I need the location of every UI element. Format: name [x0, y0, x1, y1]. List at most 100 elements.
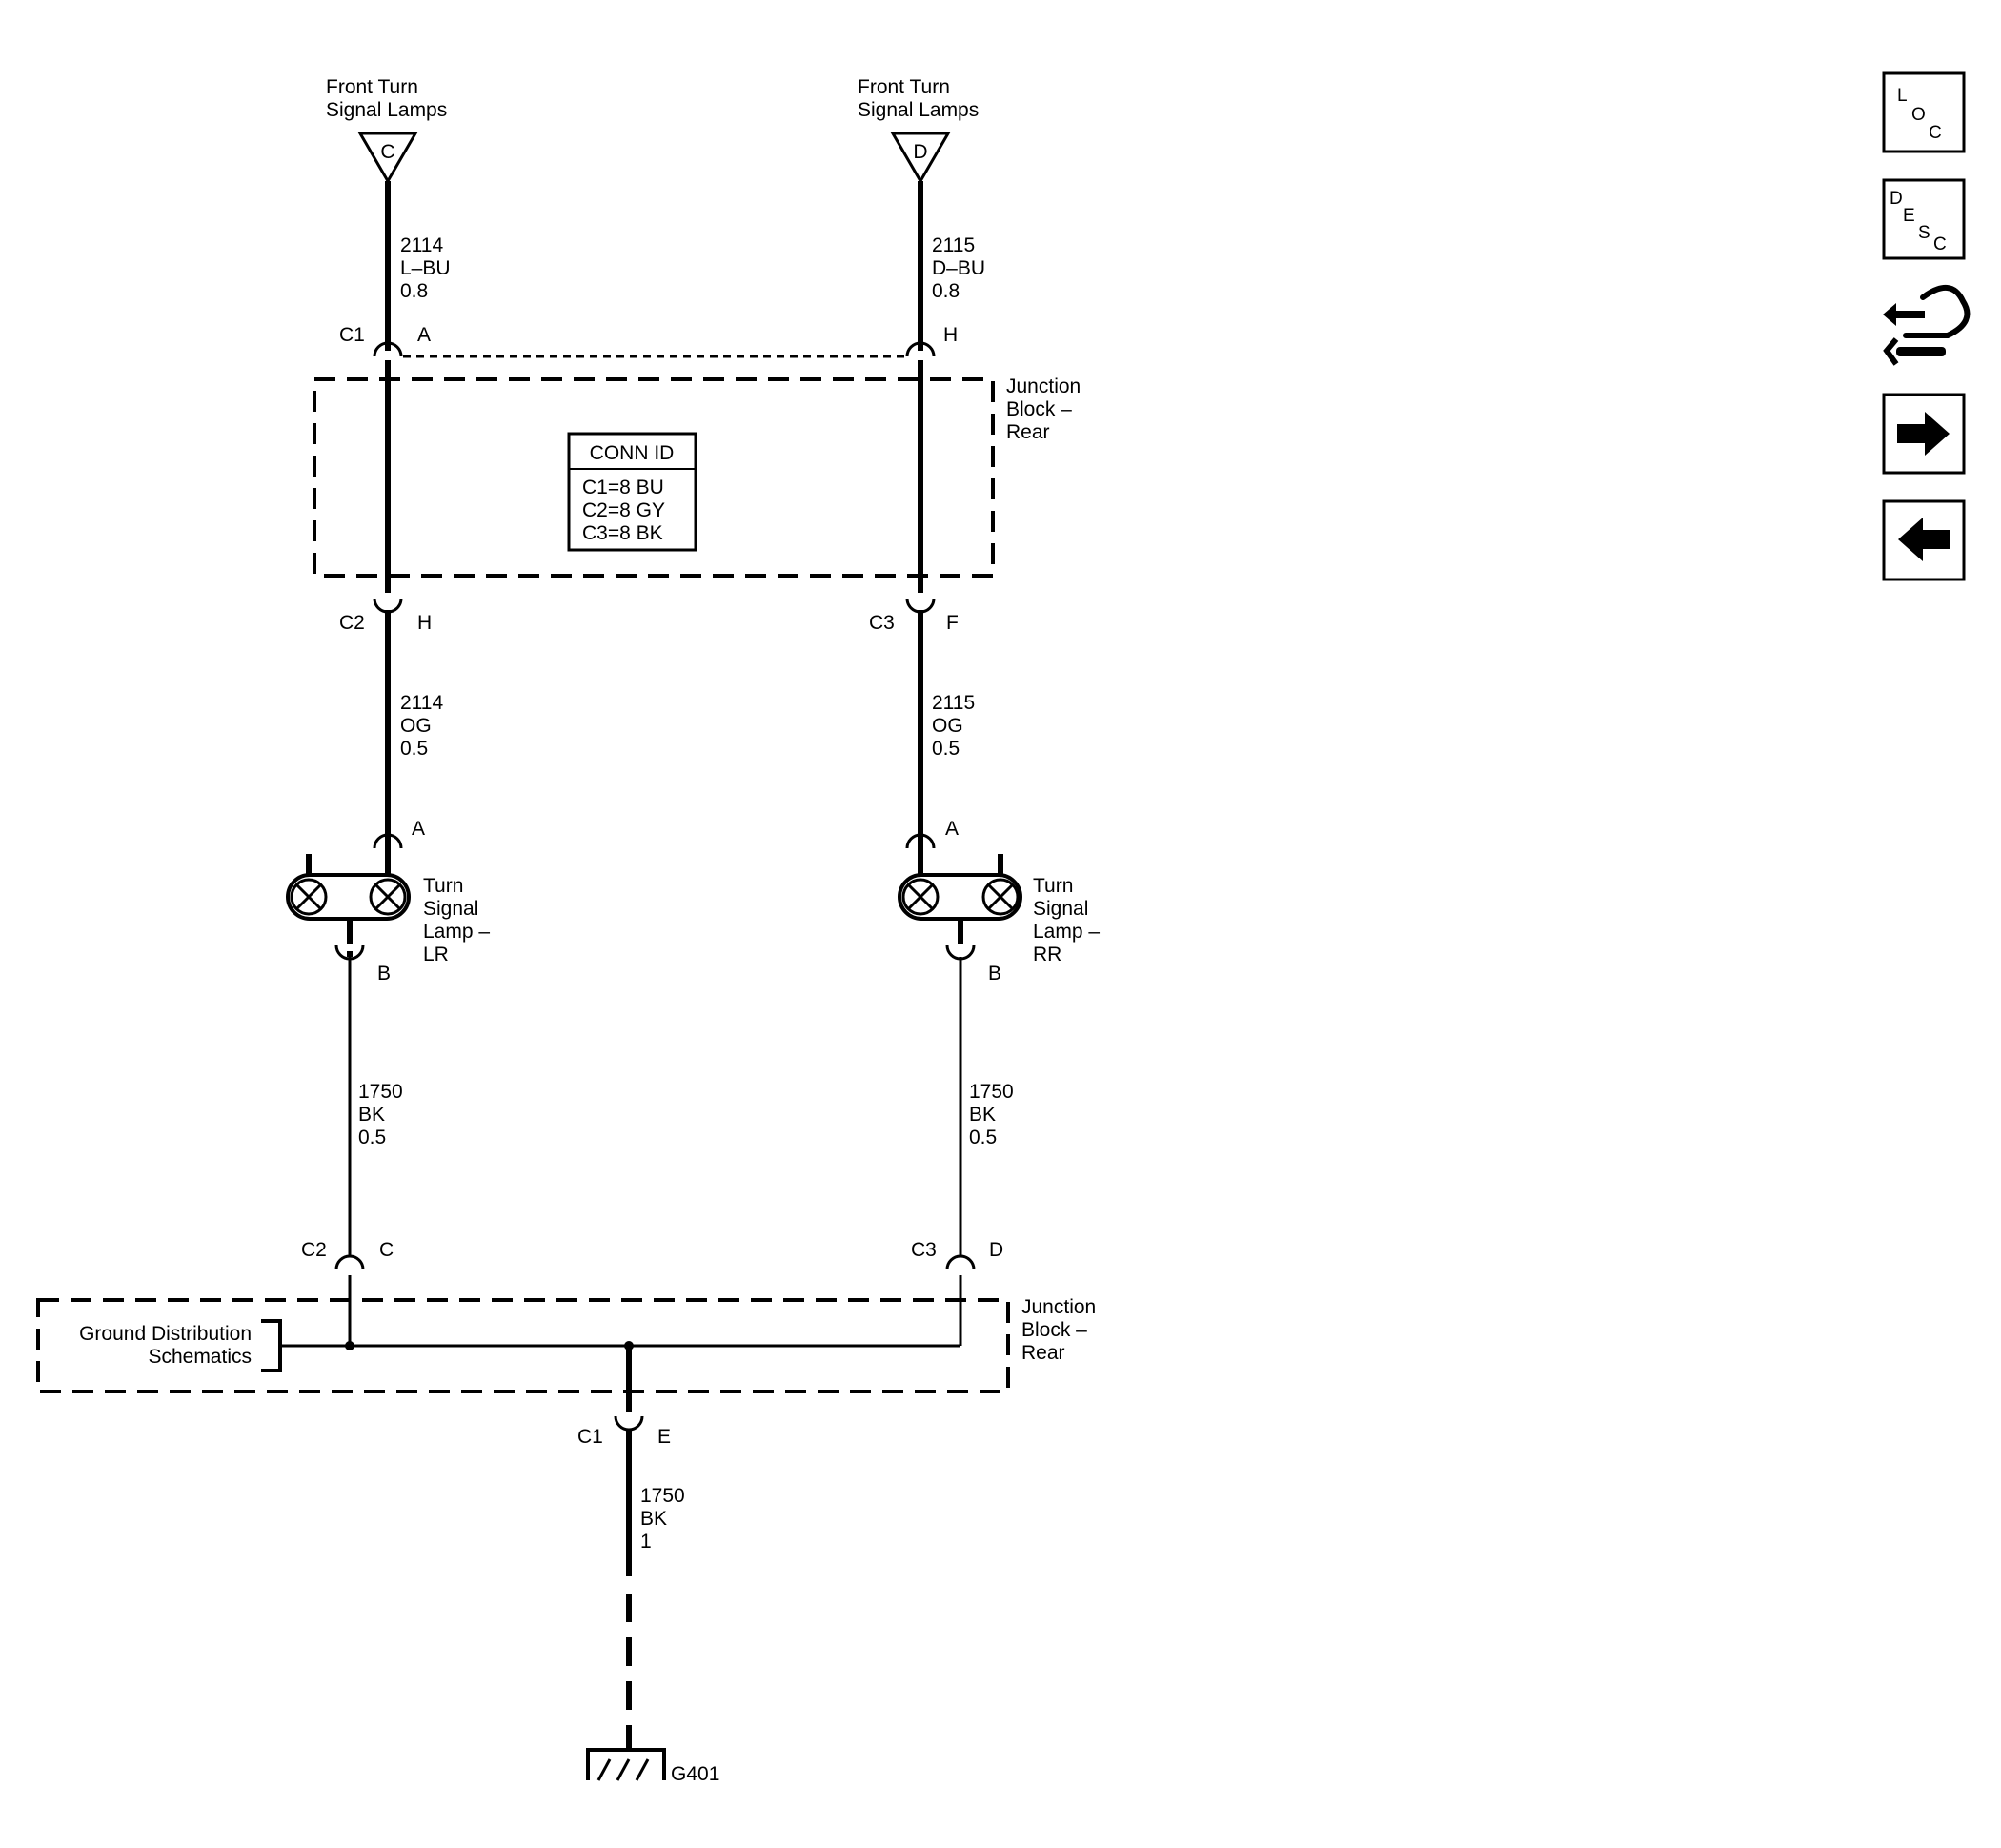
wire-label-2115-top: 2115 D–BU 0.8 — [932, 234, 985, 302]
svg-text:H: H — [417, 612, 432, 634]
connector-c3-d[interactable]: C3 D — [911, 1239, 1003, 1270]
svg-text:C2: C2 — [301, 1239, 327, 1261]
connector-h-top[interactable]: H — [905, 324, 958, 357]
desc-button[interactable]: D E S C — [1882, 178, 1966, 260]
svg-text:L–BU: L–BU — [400, 257, 451, 279]
svg-text:LR: LR — [423, 944, 449, 965]
svg-text:2115: 2115 — [932, 692, 975, 714]
connector-c1-a[interactable]: C1 A — [339, 324, 431, 357]
input-left-label-1: Front Turn — [326, 76, 418, 98]
svg-text:BK: BK — [969, 1104, 996, 1126]
input-front-turn-right[interactable]: Front Turn Signal Lamps D — [858, 76, 979, 184]
svg-text:2114: 2114 — [400, 692, 443, 714]
connector-female-icon — [373, 833, 403, 849]
svg-text:E: E — [1903, 206, 1915, 226]
svg-text:Junction: Junction — [1021, 1296, 1096, 1318]
junction-block-rear-bottom[interactable] — [36, 1298, 1010, 1393]
loc-button[interactable]: L O C — [1882, 71, 1966, 153]
ground-label: G401 — [671, 1763, 719, 1785]
svg-text:BK: BK — [358, 1104, 385, 1126]
junction-block-rear-top[interactable] — [313, 377, 995, 578]
junction-block-top-label: Junction Block – Rear — [1006, 376, 1081, 443]
connector-c1-e[interactable]: C1 E — [577, 1415, 671, 1448]
svg-text:0.8: 0.8 — [400, 280, 428, 302]
connector-c2-h[interactable]: C2 H — [339, 598, 432, 634]
svg-text:Lamp –: Lamp – — [1033, 921, 1100, 943]
svg-text:O: O — [1911, 105, 1926, 125]
svg-text:Rear: Rear — [1021, 1342, 1065, 1364]
svg-text:1750: 1750 — [640, 1485, 685, 1507]
svg-text:2115: 2115 — [932, 234, 975, 256]
triangle-arrow-icon — [890, 132, 951, 184]
svg-text:S: S — [1918, 223, 1930, 243]
svg-text:Block –: Block – — [1021, 1319, 1087, 1341]
connector-male-icon — [614, 1415, 644, 1432]
svg-text:2114: 2114 — [400, 234, 443, 256]
svg-text:Schematics: Schematics — [148, 1346, 252, 1368]
svg-text:Turn: Turn — [423, 875, 463, 897]
svg-text:D–BU: D–BU — [932, 257, 985, 279]
svg-text:Turn: Turn — [1033, 875, 1073, 897]
connector-female-icon — [373, 341, 403, 357]
svg-text:C: C — [1933, 234, 1947, 254]
ground-distribution-schematics-link[interactable]: Ground Distribution Schematics — [79, 1319, 282, 1372]
svg-text:F: F — [946, 612, 959, 634]
svg-text:Junction: Junction — [1006, 376, 1081, 397]
previous-page-button[interactable] — [1882, 499, 1966, 581]
input-front-turn-left[interactable]: Front Turn Signal Lamps C — [326, 76, 447, 184]
connector-male-icon — [373, 598, 403, 614]
svg-text:D: D — [989, 1239, 1003, 1261]
conn-id-title: CONN ID — [590, 442, 675, 464]
connector-female-icon — [945, 1254, 976, 1270]
svg-text:BK: BK — [640, 1508, 667, 1530]
svg-text:L: L — [1897, 86, 1908, 106]
svg-text:RR: RR — [1033, 944, 1061, 965]
svg-text:1: 1 — [640, 1531, 652, 1553]
turn-signal-lamp-rr[interactable]: A B Turn Signal Lamp – RR — [898, 818, 1100, 985]
splice-dot — [345, 1341, 354, 1350]
svg-text:A: A — [412, 818, 425, 840]
svg-text:Signal: Signal — [1033, 898, 1088, 920]
connector-male-icon — [945, 944, 976, 961]
svg-text:Lamp –: Lamp – — [423, 921, 490, 943]
connector-male-icon — [905, 598, 936, 614]
connector-repair-icon[interactable] — [1883, 285, 1971, 366]
svg-text:C1: C1 — [577, 1426, 603, 1448]
wire-label-1750-left: 1750 BK 0.5 — [358, 1081, 403, 1148]
connector-female-icon — [905, 341, 936, 357]
bracket-icon — [261, 1319, 282, 1372]
conn-id-box: CONN ID C1=8 BU C2=8 GY C3=8 BK — [567, 432, 697, 552]
input-left-label-2: Signal Lamps — [326, 99, 447, 121]
svg-text:C3: C3 — [869, 612, 895, 634]
connector-female-icon — [334, 1254, 365, 1270]
svg-text:1750: 1750 — [969, 1081, 1014, 1103]
ground-g401[interactable]: G401 — [586, 1746, 719, 1785]
connector-c3-f[interactable]: C3 F — [869, 598, 959, 634]
svg-text:C2: C2 — [339, 612, 365, 634]
svg-text:Signal: Signal — [423, 898, 478, 920]
input-right-label-2: Signal Lamps — [858, 99, 979, 121]
conn-id-row: C1=8 BU — [582, 477, 664, 498]
wire-label-2114-mid: 2114 OG 0.5 — [400, 692, 443, 760]
svg-text:0.5: 0.5 — [400, 738, 428, 760]
wire-label-2115-mid: 2115 OG 0.5 — [932, 692, 975, 760]
svg-text:A: A — [417, 324, 431, 346]
svg-text:D: D — [1890, 189, 1903, 209]
wire-label-1750-bottom: 1750 BK 1 — [640, 1485, 685, 1553]
connector-female-icon — [905, 833, 936, 849]
connector-male-icon — [334, 944, 365, 961]
connector-c2-c[interactable]: C2 C — [301, 1239, 394, 1270]
conn-id-row: C3=8 BK — [582, 522, 663, 544]
svg-text:C: C — [1929, 123, 1942, 143]
svg-text:0.8: 0.8 — [932, 280, 960, 302]
next-page-button[interactable] — [1882, 393, 1966, 475]
svg-text:0.5: 0.5 — [358, 1127, 386, 1148]
svg-text:Ground Distribution: Ground Distribution — [79, 1323, 252, 1345]
turn-signal-lamp-lr[interactable]: A B Turn Signal Lamp – LR — [286, 818, 490, 985]
svg-text:E: E — [657, 1426, 671, 1448]
svg-text:A: A — [945, 818, 959, 840]
svg-text:Block –: Block – — [1006, 398, 1072, 420]
conn-id-row: C2=8 GY — [582, 499, 665, 521]
arrow-right-icon — [1897, 412, 1950, 456]
triangle-arrow-icon — [357, 132, 418, 184]
